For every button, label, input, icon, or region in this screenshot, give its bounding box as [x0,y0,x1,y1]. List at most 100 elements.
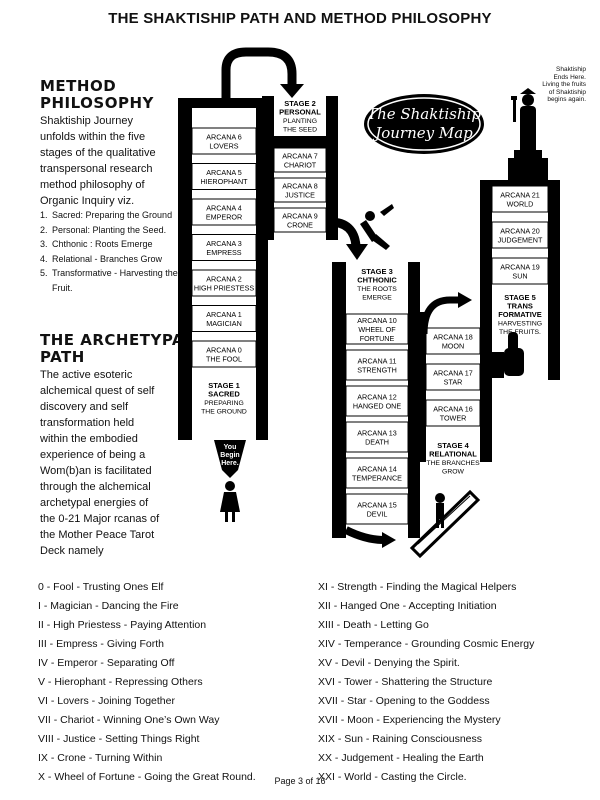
arrow-head-3 [458,292,472,308]
stage-label: THE GROUND [201,409,247,416]
journey-map-badge: The Shaktiship Journey Map [364,94,484,154]
start-marker: You Begin Here. [214,440,246,478]
arcana-label: ARCANA 0 [206,346,242,355]
stage-label: GROW [442,469,464,476]
arcana-legend-right: XI - Strength - Finding the Magical Help… [318,578,534,787]
journey-end-note-line: Living the fruits [520,81,586,89]
stage-label: RELATIONAL [429,450,477,459]
legend-item: XI - Strength - Finding the Magical Help… [318,578,534,597]
arcana-label: WHEEL OF [358,325,396,334]
stage-label: PREPARING [204,400,244,407]
arcana-label: ARCANA 13 [357,429,397,438]
legend-item: XIII - Death - Letting Go [318,616,534,635]
stage-label: THE SEED [283,127,317,134]
legend-item: VI - Lovers - Joining Together [38,692,256,711]
journey-end-note-line: begins again. [520,96,586,104]
stage-label: EMERGE [362,295,392,302]
arcana-label: MAGICIAN [206,319,242,328]
journey-map: ARCANA 6LOVERS ARCANA 5HIEROPHANT ARCANA 4… [0,0,600,580]
journey-end-note-line: of Shaktiship [520,89,586,97]
arcana-label: STRENGTH [357,366,397,375]
arcana-label: ARCANA 11 [357,357,396,366]
start-label-2: Begin [220,452,239,459]
legend-item: IV - Emperor - Separating Off [38,654,256,673]
stage-label: THE BRANCHES [426,460,480,467]
arcana-label: ARCANA 15 [357,501,397,510]
arcana-label: ARCANA 7 [282,152,318,161]
badge-line2: Journey Map [372,124,473,142]
start-label-3: Here. [221,460,239,467]
arcana-label: HIEROPHANT [200,177,248,186]
arcana-label: FORTUNE [360,334,395,343]
arrow-head-2 [346,244,368,260]
stage-label: HARVESTING [498,321,542,328]
legend-item: XVI - Tower - Shattering the Structure [318,673,534,692]
legend-item: II - High Priestess - Paying Attention [38,616,256,635]
arcana-label: ARCANA 19 [500,263,540,272]
legend-item: XX - Judgement - Healing the Earth [318,749,534,768]
legend-item: XV - Devil - Denying the Spirit. [318,654,534,673]
stage-label: SACRED [208,390,240,399]
legend-item: XVII - Moon - Experiencing the Mystery [318,711,534,730]
arcana-label: CRONE [287,221,313,230]
arcana-label: HIGH PRIESTESS [194,284,255,293]
arcana-label: ARCANA 9 [282,212,318,221]
legend-item: XVII - Star - Opening to the Goddess [318,692,534,711]
arcana-label: JUSTICE [285,191,315,200]
arcana-column-2: ARCANA 7CHARIOT ARCANA 8JUSTICE ARCANA 9CR… [274,148,326,232]
page-number: Page 3 of 16 [0,776,600,786]
arcana-label: STAR [444,378,463,387]
escalator-icon [412,492,478,556]
stage-label: THE FRUITS. [499,329,541,336]
arcana-label: TOWER [440,414,467,423]
arcana-label: ARCANA 1 [206,310,242,319]
arcana-label: ARCANA 16 [433,405,473,414]
thumbs-up-icon [492,332,524,378]
journey-end-note-line: Ends Here. [520,74,586,82]
arcana-label: ARCANA 4 [206,204,242,213]
arcana-label: ARCANA 14 [357,465,397,474]
arcana-label: DEATH [365,438,389,447]
arcana-label: ARCANA 20 [500,227,540,236]
arcana-label: ARCANA 21 [500,191,540,200]
stage-label: THE ROOTS [357,286,397,293]
arrow-head-1 [280,84,304,98]
arcana-label: ARCANA 10 [357,316,397,325]
legend-item: 0 - Fool - Trusting Ones Elf [38,578,256,597]
journey-end-note-line: Shaktiship [520,66,586,74]
arcana-label: ARCANA 8 [282,182,318,191]
arrow-stage3-to-stage4 [346,530,384,540]
woman-figure-icon [220,481,240,522]
arcana-column-4: ARCANA 18MOONARCANA 17STARARCANA 16TOWER [426,328,480,426]
stage-label: PERSONAL [279,108,321,117]
arrow-stage1-to-stage2 [226,52,292,98]
arcana-label: EMPEROR [206,213,242,222]
arcana-legend-left: 0 - Fool - Trusting Ones ElfI - Magician… [38,578,256,787]
diver-icon [360,204,394,250]
stage-label: FORMATIVE [498,310,542,319]
arcana-label: EMPRESS [206,248,241,257]
legend-item: VIII - Justice - Setting Things Right [38,730,256,749]
arrow-head-4 [382,532,396,548]
arcana-label: ARCANA 17 [433,369,473,378]
stage-label: CHTHONIC [357,276,397,285]
legend-item: III - Empress - Giving Forth [38,635,256,654]
arcana-label: ARCANA 2 [206,275,242,284]
start-label-1: You [224,444,237,451]
arcana-label: HANGED ONE [353,402,402,411]
arcana-label: ARCANA 6 [206,133,242,142]
legend-item: VII - Chariot - Winning One’s Own Way [38,711,256,730]
arcana-label: CHARIOT [284,161,317,170]
legend-item: XIX - Sun - Raining Consciousness [318,730,534,749]
arcana-label: MOON [442,342,464,351]
arcana-label: ARCANA 5 [206,168,242,177]
legend-item: XII - Hanged One - Accepting Initiation [318,597,534,616]
arcana-label: THE FOOL [206,355,242,364]
arcana-label: JUDGEMENT [498,236,543,245]
legend-item: V - Hierophant - Repressing Others [38,673,256,692]
arcana-column-3: ARCANA 10WHEEL OFFORTUNE ARCANA 11STRENGT… [346,314,408,524]
arcana-label: LOVERS [209,142,238,151]
